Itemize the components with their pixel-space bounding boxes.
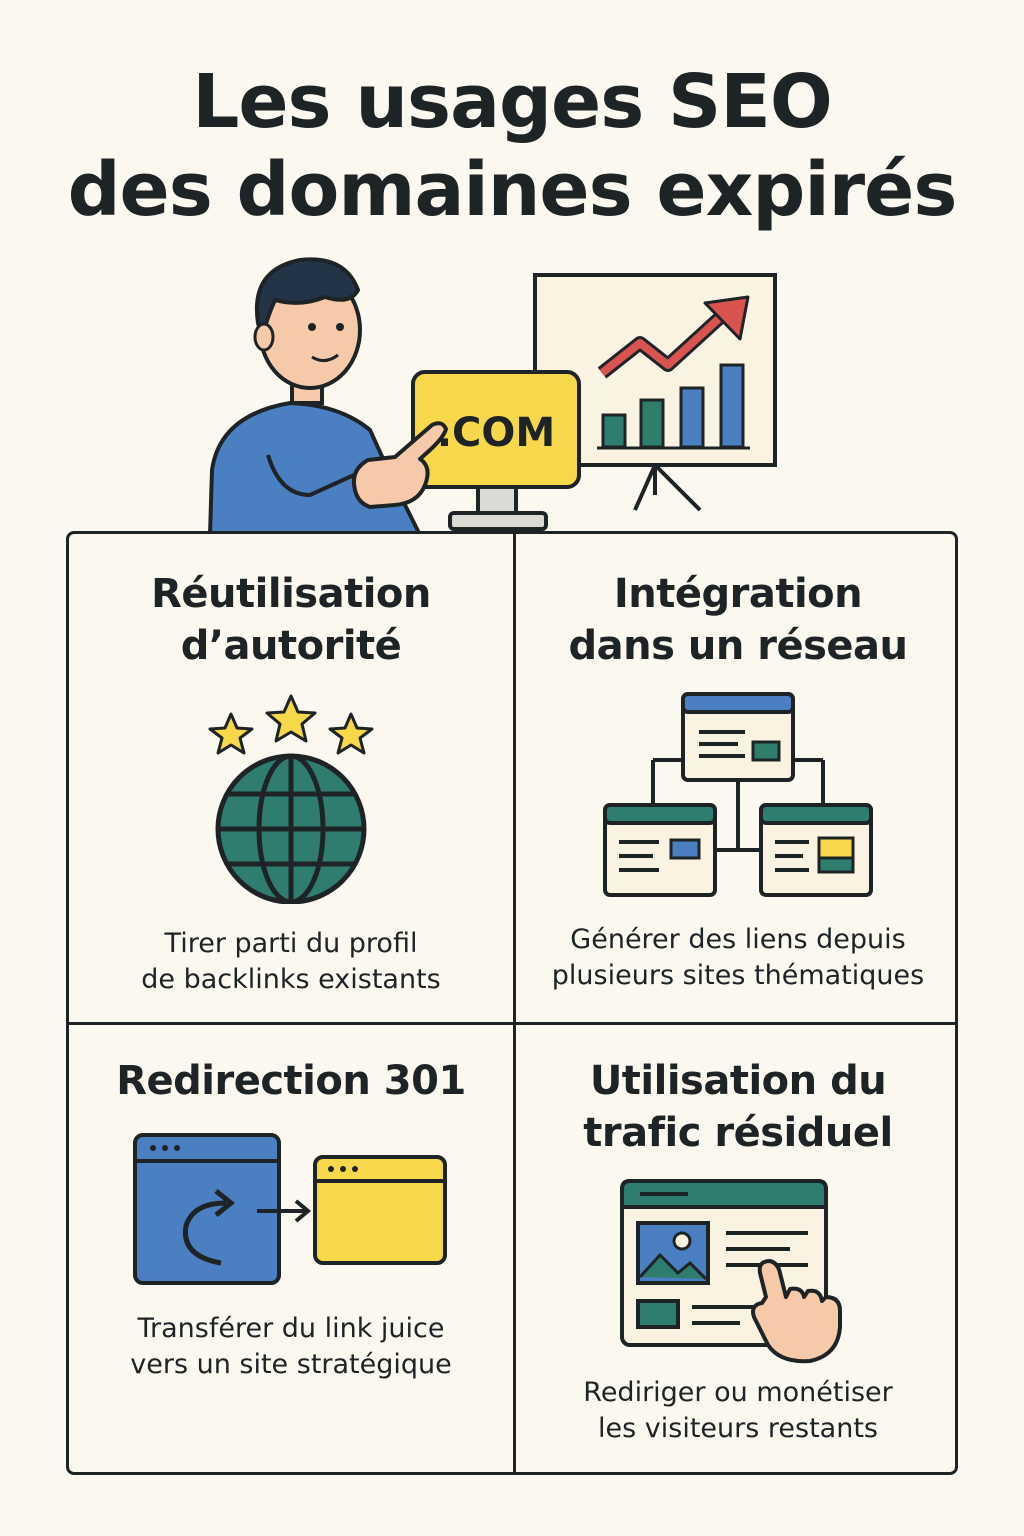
title-line-1: Les usages SEO bbox=[192, 59, 833, 145]
card-301-redirect: Redirection 301 Transférer du link juice… bbox=[69, 1025, 513, 1475]
card-title-line: d’autorité bbox=[180, 623, 402, 669]
card-description: Générer des liens depuis plusieurs sites… bbox=[516, 922, 960, 994]
card-description: Transférer du link juice vers un site st… bbox=[69, 1311, 513, 1383]
card-title-line: Redirection 301 bbox=[116, 1058, 466, 1104]
usage-grid: Réutilisation d’autorité Tirer parti du … bbox=[66, 531, 958, 1475]
card-desc-line: vers un site stratégique bbox=[130, 1349, 452, 1380]
card-title-line: dans un réseau bbox=[568, 623, 908, 669]
card-desc-line: Tirer parti du profil bbox=[164, 928, 418, 959]
redirect-windows-icon bbox=[133, 1133, 447, 1285]
card-desc-line: Transférer du link juice bbox=[137, 1313, 445, 1344]
card-title-line: Réutilisation bbox=[151, 571, 431, 617]
card-title: Intégration dans un réseau bbox=[516, 568, 960, 672]
card-description: Rediriger ou monétiser les visiteurs res… bbox=[516, 1375, 960, 1447]
page-title: Les usages SEO des domaines expirés bbox=[0, 58, 1024, 234]
hero-illustration: .COM bbox=[207, 257, 777, 537]
domain-label: .COM bbox=[437, 410, 555, 456]
card-title: Utilisation du trafic résiduel bbox=[516, 1055, 960, 1159]
card-title-line: trafic résiduel bbox=[583, 1110, 893, 1156]
card-desc-line: les visiteurs restants bbox=[598, 1413, 878, 1444]
card-title-line: Intégration bbox=[613, 571, 863, 617]
card-residual-traffic: Utilisation du trafic résiduel Rediriger… bbox=[516, 1025, 960, 1475]
card-authority-reuse: Réutilisation d’autorité Tirer parti du … bbox=[69, 534, 513, 1022]
card-network-integration: Intégration dans un réseau bbox=[516, 534, 960, 1022]
computer-monitor-icon: .COM bbox=[411, 370, 581, 531]
card-desc-line: Générer des liens depuis bbox=[570, 924, 906, 955]
webpage-click-icon bbox=[620, 1179, 842, 1364]
card-title: Redirection 301 bbox=[69, 1055, 513, 1107]
pointing-hand-icon bbox=[351, 421, 448, 509]
site-network-icon bbox=[603, 692, 873, 897]
card-desc-line: plusieurs sites thématiques bbox=[551, 960, 925, 991]
stars-globe-icon bbox=[208, 694, 374, 904]
card-desc-line: de backlinks existants bbox=[141, 964, 441, 995]
card-desc-line: Rediriger ou monétiser bbox=[583, 1377, 893, 1408]
card-title: Réutilisation d’autorité bbox=[69, 568, 513, 672]
grid-divider-horizontal bbox=[69, 1022, 955, 1025]
title-line-2: des domaines expirés bbox=[67, 147, 958, 233]
card-description: Tirer parti du profil de backlinks exist… bbox=[69, 926, 513, 998]
grid-divider-vertical bbox=[513, 534, 516, 1472]
card-title-line: Utilisation du bbox=[589, 1058, 887, 1104]
